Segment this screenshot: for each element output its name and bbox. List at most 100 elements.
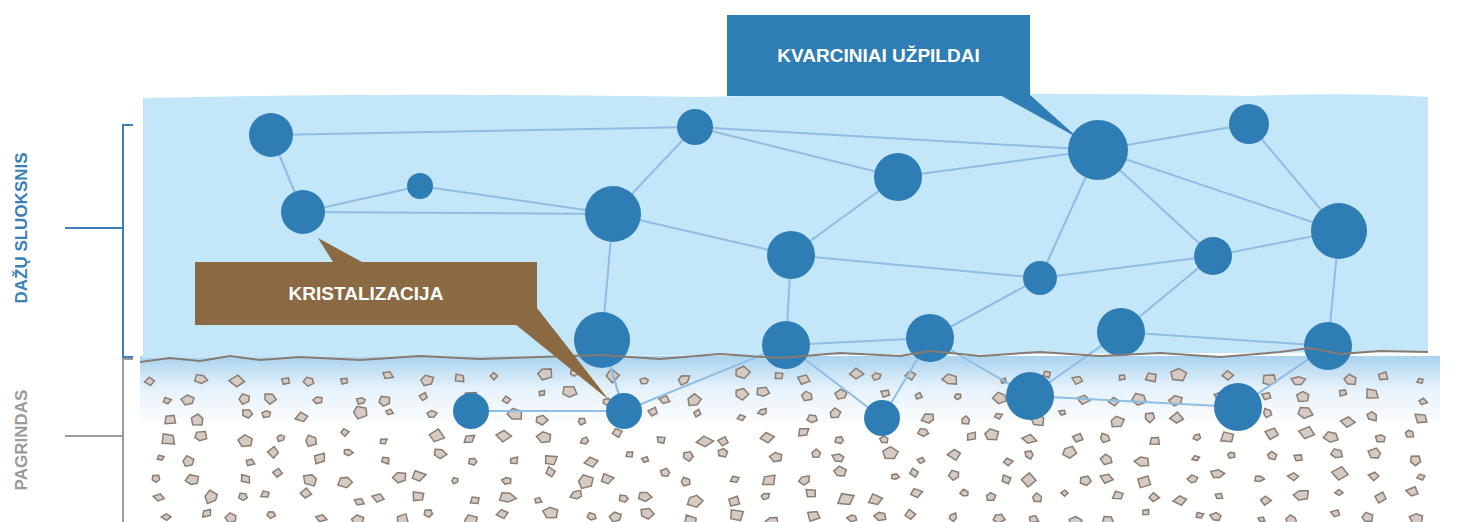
stone (642, 457, 649, 463)
stone (313, 397, 322, 404)
stone (203, 509, 211, 517)
stone (386, 409, 393, 415)
stone (1411, 456, 1421, 466)
quartz-particle (864, 400, 900, 436)
stone (731, 510, 744, 521)
stone (718, 437, 728, 446)
aggregate-stones (145, 366, 1428, 522)
stone (1215, 493, 1222, 498)
callout-box: KRISTALIZACIJA (195, 262, 537, 325)
stone (1264, 409, 1272, 418)
stone (455, 374, 463, 382)
layer-label: DAŽŲ SLUOKSNIS (12, 152, 32, 303)
quartz-particle (606, 393, 642, 429)
stone (413, 492, 423, 501)
stone (883, 447, 898, 459)
stone (238, 435, 252, 447)
bond-line (695, 127, 1098, 150)
stone (640, 378, 648, 384)
callout-text: KRISTALIZACIJA (289, 283, 444, 305)
stone (435, 449, 447, 458)
stone (181, 395, 194, 405)
stone (993, 392, 1007, 403)
stone (1193, 434, 1201, 440)
stone (429, 429, 444, 442)
stone (947, 449, 960, 460)
stone (995, 414, 1003, 420)
stone (874, 512, 886, 520)
stone (1210, 513, 1221, 521)
callout-box: KVARCINIAI UŽPILDAI (727, 15, 1030, 96)
stone (502, 478, 511, 485)
stone (1362, 512, 1373, 521)
stone (538, 369, 552, 380)
stone (1331, 449, 1343, 458)
stone (718, 449, 727, 457)
callout-pointer (1000, 95, 1078, 138)
bond-line (271, 127, 695, 135)
stone (452, 478, 458, 484)
bond-line (420, 186, 613, 214)
stone (612, 429, 622, 438)
stone (341, 378, 348, 384)
stone (1298, 408, 1313, 419)
stone (225, 513, 236, 522)
stone (1146, 373, 1157, 382)
stone (1021, 473, 1036, 487)
stone (799, 429, 809, 436)
stone (880, 436, 888, 443)
stone (185, 475, 198, 485)
bond-line (1098, 150, 1339, 231)
stone (1222, 371, 1233, 380)
stone (338, 477, 352, 487)
stone (161, 514, 171, 521)
stone (1132, 393, 1146, 405)
stone (834, 466, 847, 476)
stone (229, 375, 245, 387)
stone (892, 474, 900, 479)
quartz-particle (762, 321, 810, 369)
stone (1061, 490, 1068, 496)
stone (535, 498, 542, 503)
stone (1323, 432, 1338, 442)
stone (1258, 517, 1265, 522)
stone (838, 494, 854, 505)
stone (543, 507, 558, 517)
stone (1100, 474, 1113, 483)
stone (694, 409, 701, 417)
stone (162, 434, 174, 444)
stone (268, 447, 279, 459)
stone (729, 496, 740, 506)
stone (1268, 452, 1277, 460)
stone (968, 432, 976, 440)
stone (191, 414, 202, 425)
stone (812, 449, 821, 457)
stone (641, 509, 654, 520)
stone (1004, 458, 1014, 466)
substrate-boundary (140, 348, 1428, 362)
stone (681, 477, 690, 486)
stone (954, 394, 960, 399)
stone (393, 473, 406, 483)
stone (496, 510, 508, 519)
stone (872, 373, 881, 380)
quartz-particle (1229, 104, 1269, 144)
quartz-particle (574, 312, 630, 368)
stone (1331, 510, 1340, 517)
stone (419, 393, 427, 401)
stone (760, 433, 774, 443)
quartz-particle (453, 393, 489, 429)
callout-text: KVARCINIAI UŽPILDAI (777, 45, 979, 67)
stone (1255, 476, 1265, 481)
stone (1344, 374, 1356, 384)
stone (242, 475, 250, 484)
stone (685, 515, 696, 522)
stone (1415, 414, 1427, 422)
stone (915, 393, 922, 400)
stone (1286, 515, 1297, 522)
stone (470, 497, 479, 504)
stone (511, 457, 518, 463)
stone (1101, 433, 1110, 442)
stone (1025, 451, 1033, 459)
stone (578, 419, 585, 426)
